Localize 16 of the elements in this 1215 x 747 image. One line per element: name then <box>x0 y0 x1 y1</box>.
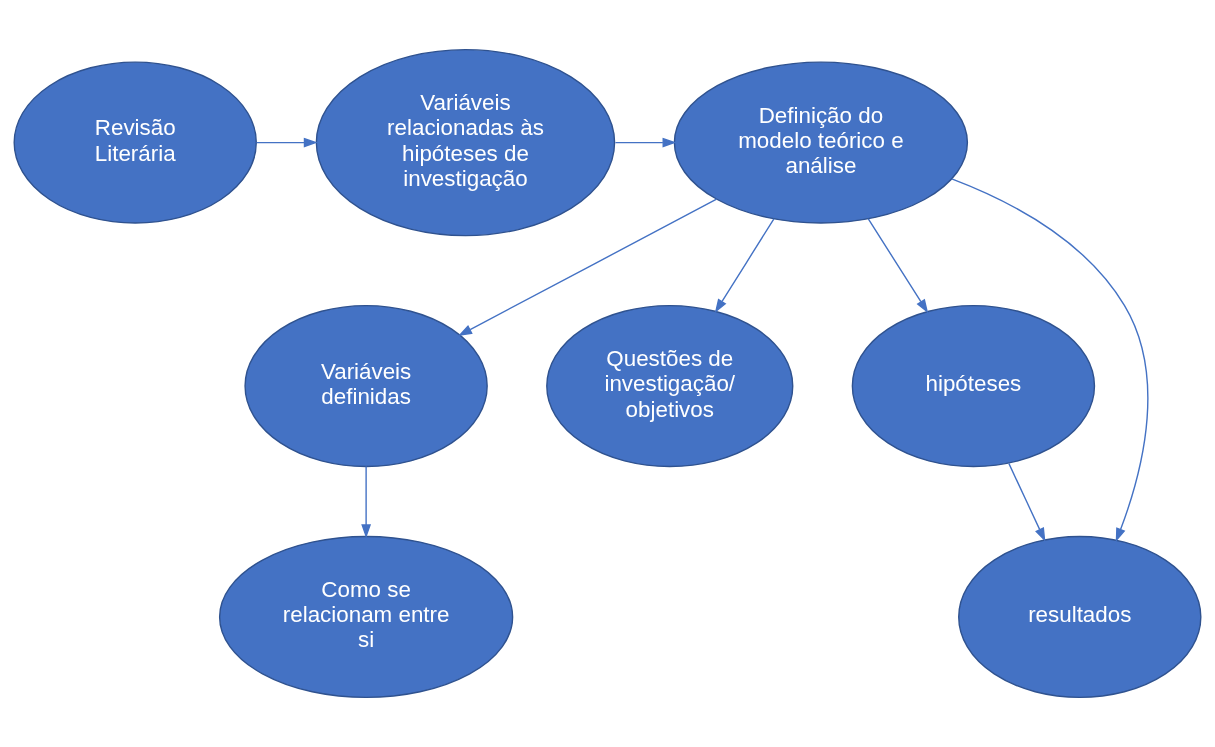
arrow <box>951 178 1149 542</box>
node-ellipse: Como se relacionam entre si <box>218 535 514 699</box>
arrow <box>714 218 775 313</box>
node-ellipse: hipóteses <box>851 304 1096 468</box>
arrow <box>1008 462 1046 542</box>
node-ellipse: Definição do modelo teórico e análise <box>673 61 969 224</box>
arrow <box>255 137 318 148</box>
node-ellipse: Variáveis relacionadas às hipóteses de investigação <box>315 48 616 237</box>
arrow <box>867 218 929 314</box>
node-ellipse: Revisão Literária <box>13 61 257 224</box>
arrow <box>458 198 718 336</box>
node-ellipse: Questões de investigação/ objetivos <box>546 304 794 468</box>
node-ellipse: Variáveis definidas <box>244 304 488 468</box>
arrow <box>361 465 371 539</box>
node-ellipse: resultados <box>958 535 1202 699</box>
arrow <box>614 137 677 148</box>
